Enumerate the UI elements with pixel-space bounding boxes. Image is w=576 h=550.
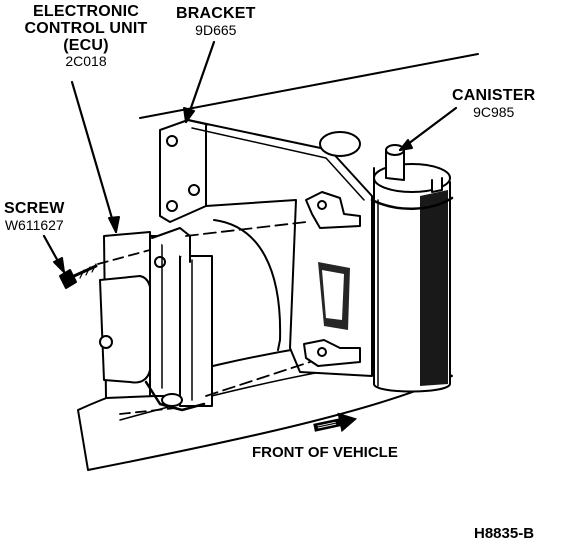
assembly-line-screw [97,249,151,265]
bracket-part-number: 9D665 [195,21,237,38]
ecu-harness-plate [179,255,213,407]
leader-screw-arrow [53,257,65,273]
screw-part-number: W611627 [4,216,64,233]
leader-bracket-arrow [183,107,195,123]
ecu [99,227,213,412]
canister-nozzle [385,149,405,181]
ecu-label-line-3: (ECU) [63,36,109,54]
assembly-line-top [185,221,307,237]
callout-ecu: ELECTRONIC CONTROL UNIT (ECU) 2C018 [2,3,170,70]
ecu-side-stud [99,335,113,349]
canister-part-number: 9C985 [473,103,515,120]
canister-mount-knob [319,131,361,157]
bracket-top-edge [191,127,365,201]
wheel-well-arc [213,219,282,351]
bracket-bolt-3 [166,200,178,212]
screw-label: SCREW [4,200,65,217]
screw-head [59,269,77,289]
screw-shank [72,264,98,278]
ecu-label-line-2: CONTROL UNIT [24,19,148,37]
lower-clip-hole [317,347,327,357]
assembly-line-lower [119,407,177,415]
callout-bracket: BRACKET 9D665 [176,5,256,38]
ecu-mount-hole [154,256,166,268]
ecu-lower-bracket [144,380,206,412]
ecu-label-line-1: ELECTRONIC [33,3,139,20]
canister-label: CANISTER [452,87,536,104]
bracket-bolt-2 [188,184,200,196]
front-arrow-icon [313,412,358,433]
canister-shade [420,190,448,386]
bracket-bolt-1 [166,135,178,147]
ecu-part-number: 2C018 [65,53,107,70]
ecu-hanger [151,227,191,263]
leader-canister-arrow [399,139,413,151]
leader-ecu [70,80,118,234]
canister-strap [370,196,454,210]
canister-port [431,177,443,193]
figure-id: H8835-B [474,525,535,542]
leader-ecu-arrow [108,216,120,233]
callout-screw: SCREW W611627 [4,200,65,233]
assembly-line-bottom [205,361,311,397]
fender-edge-line [139,53,479,119]
screw [59,263,98,289]
bracket [159,119,373,377]
front-of-vehicle-caption: FRONT OF VEHICLE [252,444,398,461]
ecu-cover [99,275,152,384]
bracket-lower-clip [303,339,361,367]
upper-clip-hole [317,200,327,210]
leader-bracket [184,40,216,124]
canister [319,131,454,393]
bracket-label: BRACKET [176,5,256,22]
callout-canister: CANISTER 9C985 [452,87,536,120]
